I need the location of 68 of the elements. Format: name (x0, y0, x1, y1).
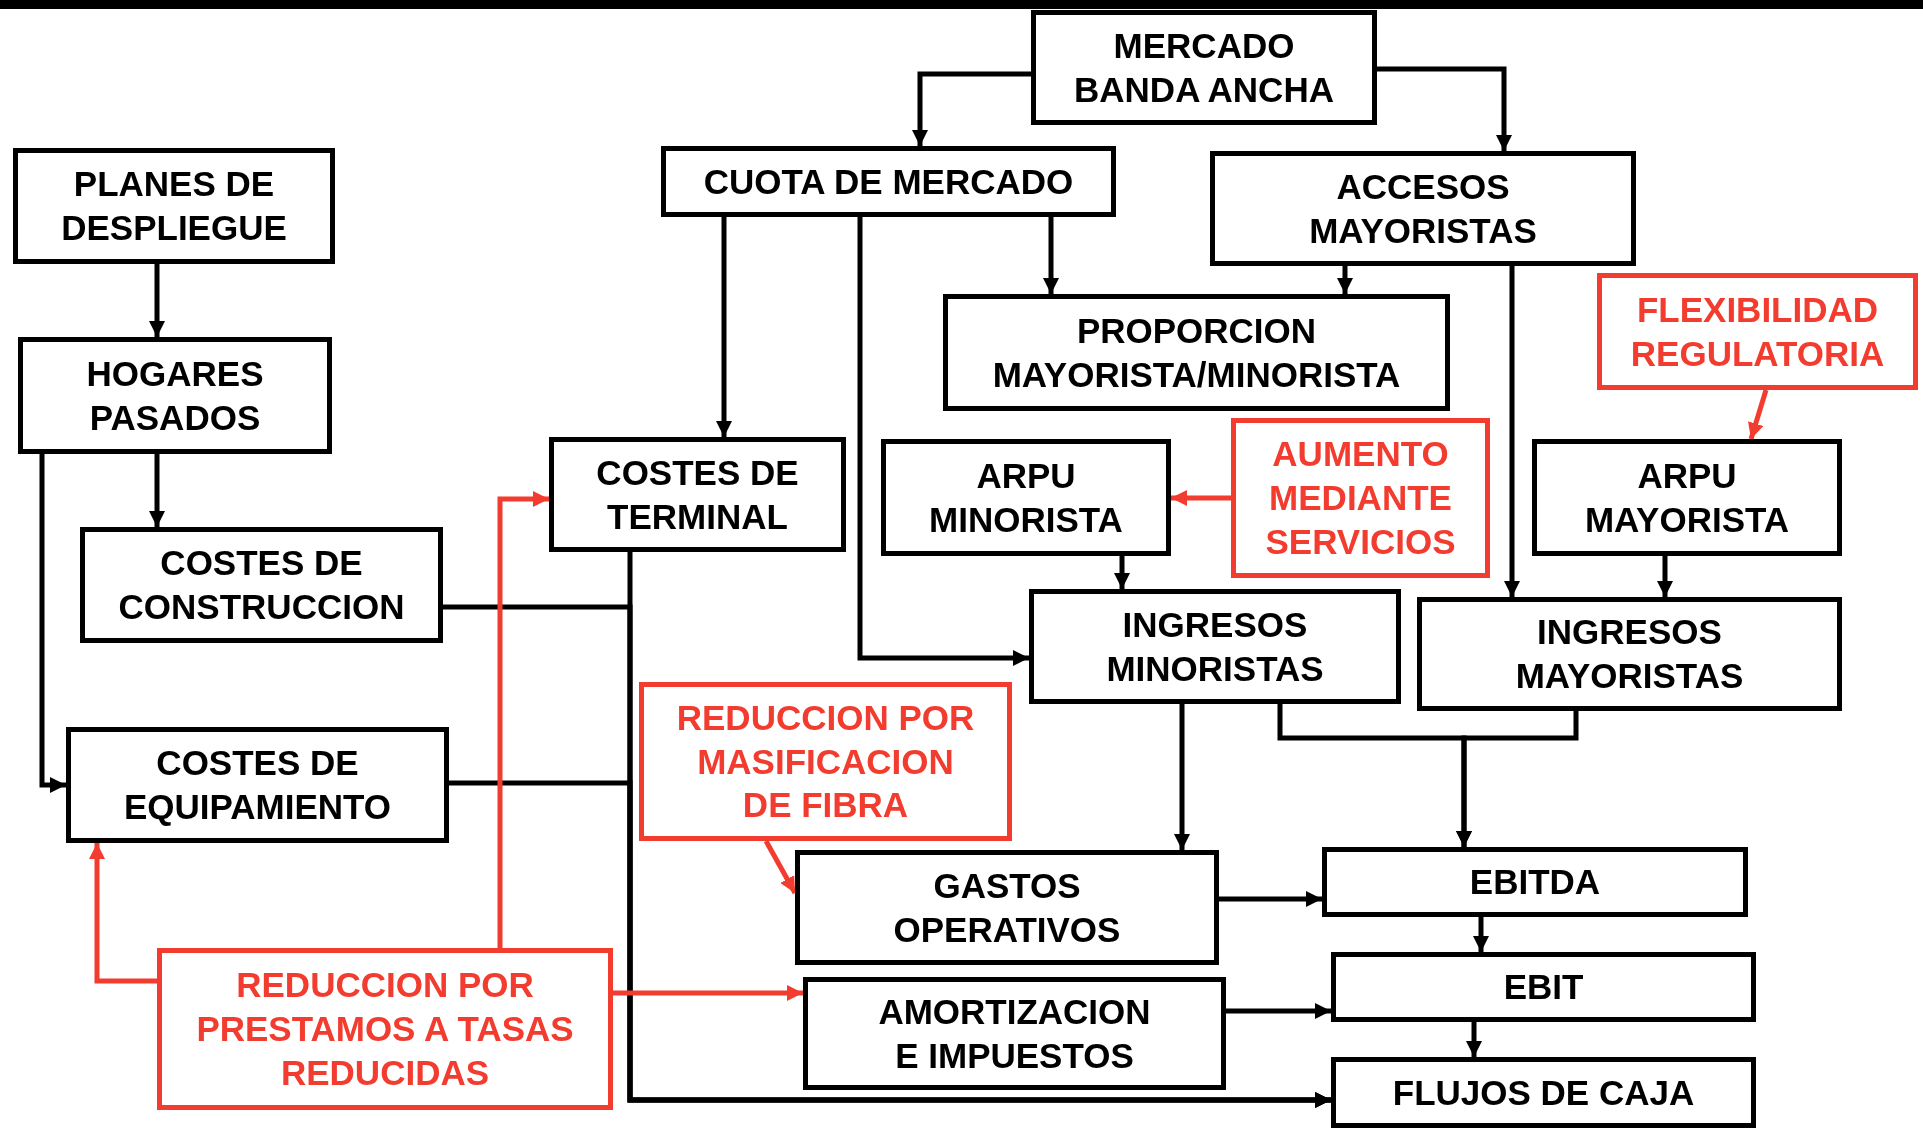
box-label: COSTES DE TERMINAL (595, 451, 800, 538)
note-box (639, 682, 1012, 841)
process-box (1210, 151, 1636, 266)
process-box (881, 439, 1171, 556)
process-box (1331, 1057, 1756, 1128)
arrow (1337, 266, 1353, 294)
arrow (857, 217, 1029, 666)
arrow (1114, 556, 1130, 589)
box-label: FLEXIBILIDAD REGULATORIA (1629, 288, 1886, 375)
arrow (1748, 389, 1769, 440)
process-box (80, 527, 443, 643)
process-box (1532, 439, 1842, 556)
process-box (943, 294, 1450, 411)
arrow (1657, 556, 1673, 597)
box-label: PLANES DE DESPLIEGUE (60, 163, 288, 249)
arrow (1171, 490, 1231, 506)
process-box (18, 337, 332, 454)
arrow (89, 843, 157, 984)
box-label: CUOTA DE MERCADO (703, 160, 1074, 203)
arrow (149, 454, 165, 527)
box-label: MERCADO BANDA ANCHA (1073, 24, 1335, 111)
arrow (716, 217, 732, 437)
box-label: COSTES DE EQUIPAMIENTO (122, 742, 393, 828)
arrow (1466, 1022, 1482, 1057)
arrow (912, 71, 1031, 146)
process-box (13, 148, 335, 264)
arrow (449, 780, 1331, 1108)
box-label: PROPORCION MAYORISTA/MINORISTA (991, 309, 1402, 396)
arrow (149, 264, 165, 337)
process-box (1322, 847, 1748, 917)
process-box (1331, 952, 1756, 1022)
note-box (1597, 273, 1918, 390)
process-box (803, 977, 1226, 1090)
process-box (1031, 10, 1377, 125)
process-box (1417, 597, 1842, 711)
arrow (1043, 217, 1059, 294)
box-label: EBITDA (1469, 861, 1601, 904)
arrow (1456, 711, 1579, 847)
box-label: ARPU MAYORISTA (1583, 454, 1791, 541)
box-label: HOGARES PASADOS (85, 352, 265, 439)
box-label: FLUJOS DE CAJA (1392, 1071, 1695, 1114)
process-box (549, 437, 846, 552)
box-label: AUMENTO MEDIANTE SERVICIOS (1264, 433, 1457, 563)
box-label: GASTOS OPERATIVOS (892, 864, 1122, 951)
process-box (66, 727, 449, 843)
arrow (1473, 917, 1489, 952)
box-label: INGRESOS MAYORISTAS (1514, 611, 1745, 697)
box-label: COSTES DE CONSTRUCCION (117, 542, 406, 628)
box-label: ARPU MINORISTA (928, 454, 1124, 541)
arrow (1504, 266, 1520, 597)
process-box (795, 850, 1219, 965)
box-label: REDUCCION POR MASIFICACION DE FIBRA (675, 696, 976, 827)
arrow (39, 454, 66, 793)
process-box (661, 146, 1116, 217)
process-box (1029, 589, 1401, 704)
box-label: INGRESOS MINORISTAS (1105, 603, 1325, 690)
arrow (1377, 66, 1512, 151)
note-box (1231, 418, 1490, 578)
box-label: AMORTIZACION E IMPUESTOS (877, 990, 1152, 1077)
arrow (1174, 704, 1190, 850)
arrow (613, 985, 803, 1001)
box-label: REDUCCION POR PRESTAMOS A TASAS REDUCIDAS (195, 964, 575, 1094)
note-box (157, 948, 613, 1110)
box-label: EBIT (1503, 966, 1584, 1009)
arrow (497, 491, 549, 948)
arrow (1219, 891, 1322, 907)
box-label: ACCESOS MAYORISTAS (1308, 165, 1538, 252)
arrow (1226, 1003, 1331, 1019)
